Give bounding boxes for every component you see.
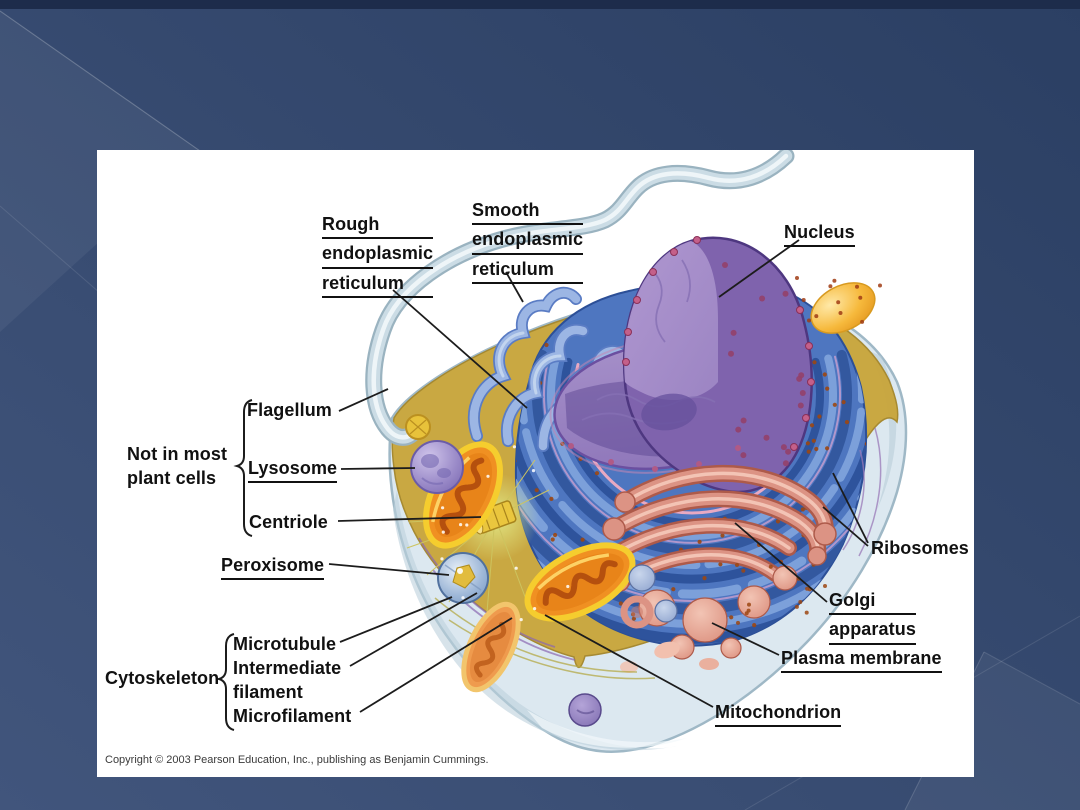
- label-flagellum: Flagellum: [247, 400, 332, 420]
- brace-cytoskeleton: [215, 633, 235, 731]
- label-intermediate-filament: Intermediate filament: [233, 658, 342, 703]
- pointer-plasma-membrane: [711, 622, 780, 656]
- pointer-ribosomes: [822, 506, 869, 547]
- vesicle-graphic: [654, 599, 678, 623]
- mitochondrion-graphic: [461, 601, 521, 693]
- nuclear-pores: [622, 236, 815, 451]
- copyright-text: Copyright © 2003 Pearson Education, Inc.…: [105, 754, 489, 766]
- pointer-smooth-er: [505, 271, 524, 303]
- pointer-lysosome: [340, 467, 416, 470]
- golgi-apparatus-graphic: [601, 464, 837, 673]
- diagram-panel: Rough endoplasmic reticulum Smooth endop…: [97, 150, 974, 777]
- mitochondrion-graphic: [524, 542, 636, 622]
- label-microfilament: Microfilament: [233, 706, 352, 726]
- pointer-microfilament: [359, 617, 513, 713]
- vesicle-graphic: [628, 564, 656, 592]
- label-peroxisome: Peroxisome: [221, 553, 325, 582]
- label-ribosomes: Ribosomes: [871, 538, 969, 558]
- cell-illustration: [215, 150, 908, 753]
- golgi-vesicles: [638, 565, 798, 660]
- pointer-lines: [328, 239, 869, 713]
- label-microtubule: Microtubule: [233, 634, 337, 654]
- pointer-nucleus: [718, 239, 800, 298]
- label-mitochondrion: Mitochondrion: [715, 700, 842, 729]
- pointer-microtubule: [339, 596, 453, 643]
- pointer-ribosomes: [832, 472, 869, 544]
- label-nucleus: Nucleus: [784, 220, 855, 249]
- pointer-flagellum: [338, 388, 389, 412]
- group-braces: [215, 399, 253, 731]
- label-cytoskeleton: Cytoskeleton: [105, 668, 220, 688]
- label-plasma-membrane: Plasma membrane: [781, 646, 942, 675]
- top-bar: [0, 0, 1080, 9]
- pointer-golgi: [734, 522, 828, 603]
- lipid-droplet-graphic: [810, 282, 876, 334]
- pointer-mitochondrion: [544, 614, 714, 708]
- flagellum-graphic: [365, 150, 795, 446]
- pointer-rough-er: [392, 289, 528, 409]
- brace-not-in-most-plant-cells: [233, 399, 253, 537]
- nucleus-graphic: [549, 236, 815, 494]
- label-golgi-apparatus: Golgi apparatus: [829, 588, 916, 647]
- basal-body-graphic: [405, 414, 431, 440]
- label-rough-er: Rough endoplasmic reticulum: [322, 212, 434, 300]
- label-centriole: Centriole: [249, 512, 328, 532]
- pointer-intermediate-filament: [349, 592, 478, 667]
- lysosome-graphic: [410, 440, 464, 494]
- label-lysosome: Lysosome: [248, 456, 338, 485]
- vesicle-graphic: [568, 693, 602, 727]
- label-not-in-most-plant-cells: Not in most plant cells: [127, 444, 228, 489]
- peroxisome-graphic: [437, 552, 489, 604]
- pointer-peroxisome: [328, 563, 450, 576]
- label-smooth-er: Smooth endoplasmic reticulum: [472, 198, 584, 286]
- pointer-centriole: [337, 516, 482, 522]
